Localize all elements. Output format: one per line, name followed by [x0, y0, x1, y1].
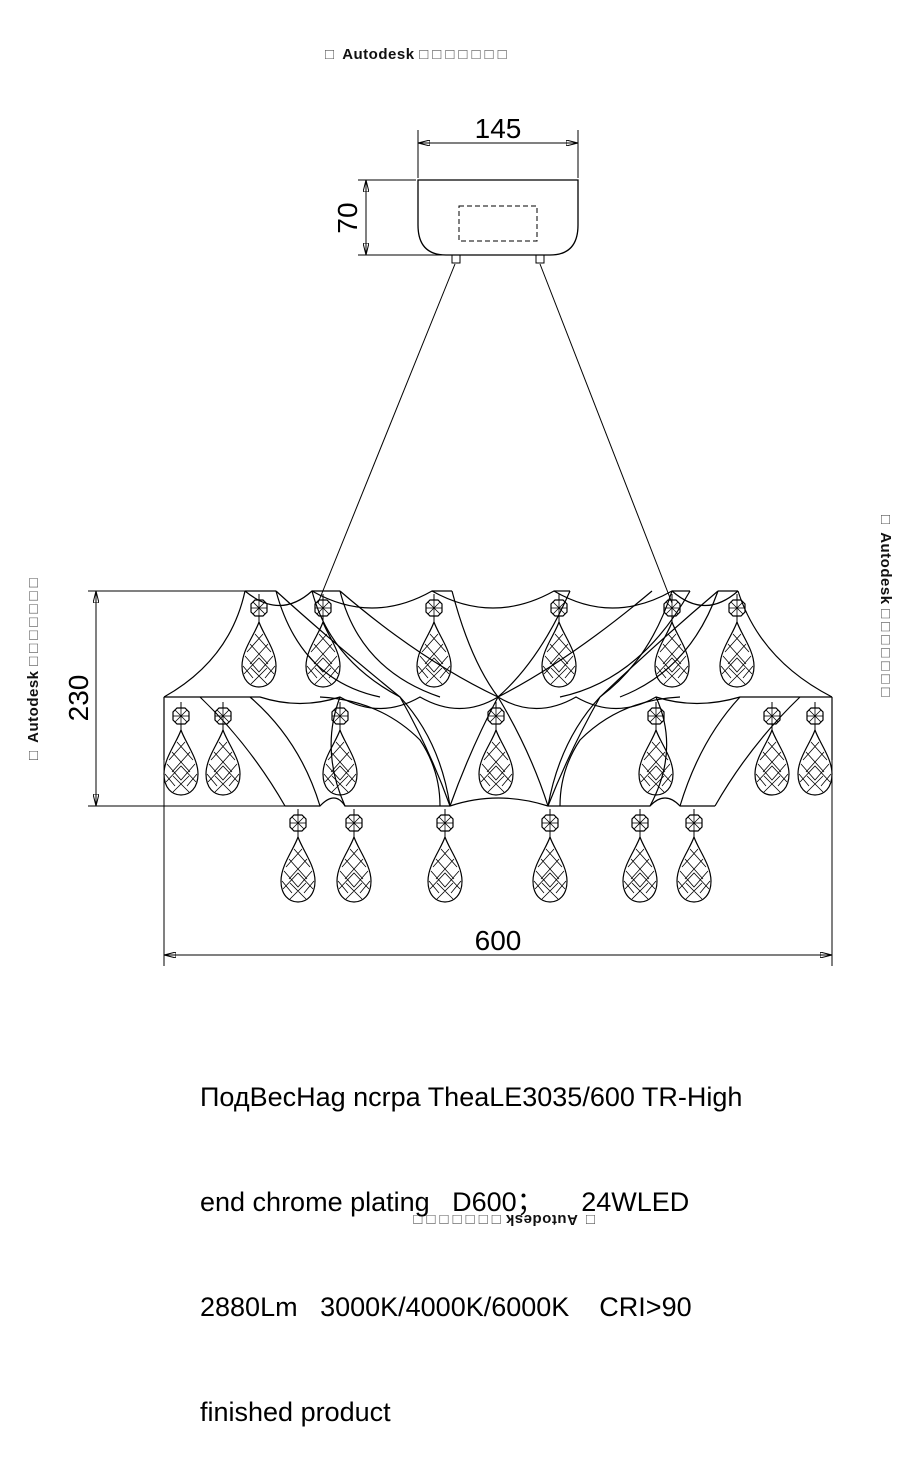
- suspension-cables: [317, 263, 673, 604]
- crystals: [163, 593, 833, 903]
- crystal: [336, 808, 372, 903]
- dim-overall-width: 600: [475, 925, 522, 956]
- crystal: [797, 701, 833, 796]
- crystal: [676, 808, 712, 903]
- spec-line: 2880Lm 3000K/4000K/6000K CRI>90: [200, 1292, 692, 1322]
- watermark-top: □ Autodesk □□□□□□□: [325, 46, 511, 63]
- crystal: [416, 593, 452, 688]
- crystal: [163, 701, 199, 796]
- crystal: [427, 808, 463, 903]
- crystal: [241, 593, 277, 688]
- crystal: [280, 808, 316, 903]
- dim-body-height: 230: [63, 675, 94, 722]
- crystal: [654, 593, 690, 688]
- crystal: [322, 701, 358, 796]
- dim-canopy-width: 145: [475, 113, 522, 144]
- crystal: [532, 808, 568, 903]
- dim-canopy-height: 70: [332, 202, 363, 233]
- technical-drawing: 145 70 230 600: [63, 113, 833, 966]
- crystal: [622, 808, 658, 903]
- watermark-text: Autodesk: [342, 46, 415, 63]
- chandelier-body: [163, 590, 833, 807]
- crystal: [541, 593, 577, 688]
- spec-line: ПодВесHag ncrpa TheaLE3035/600 TR-High: [200, 1082, 743, 1112]
- watermark-boxes: □□□□□□□: [419, 46, 511, 63]
- crystal: [638, 701, 674, 796]
- crystal: [719, 593, 755, 688]
- product-specification: ПодВесHag ncrpa TheaLE3035/600 TR-High e…: [200, 1010, 880, 1465]
- crystal: [754, 701, 790, 796]
- canopy: [417, 179, 579, 264]
- crystal: [478, 701, 514, 796]
- crystal: [205, 701, 241, 796]
- watermark-box: □: [325, 46, 339, 63]
- spec-line: end chrome plating D600； 24WLED: [200, 1187, 690, 1217]
- spec-line: finished product: [200, 1397, 391, 1427]
